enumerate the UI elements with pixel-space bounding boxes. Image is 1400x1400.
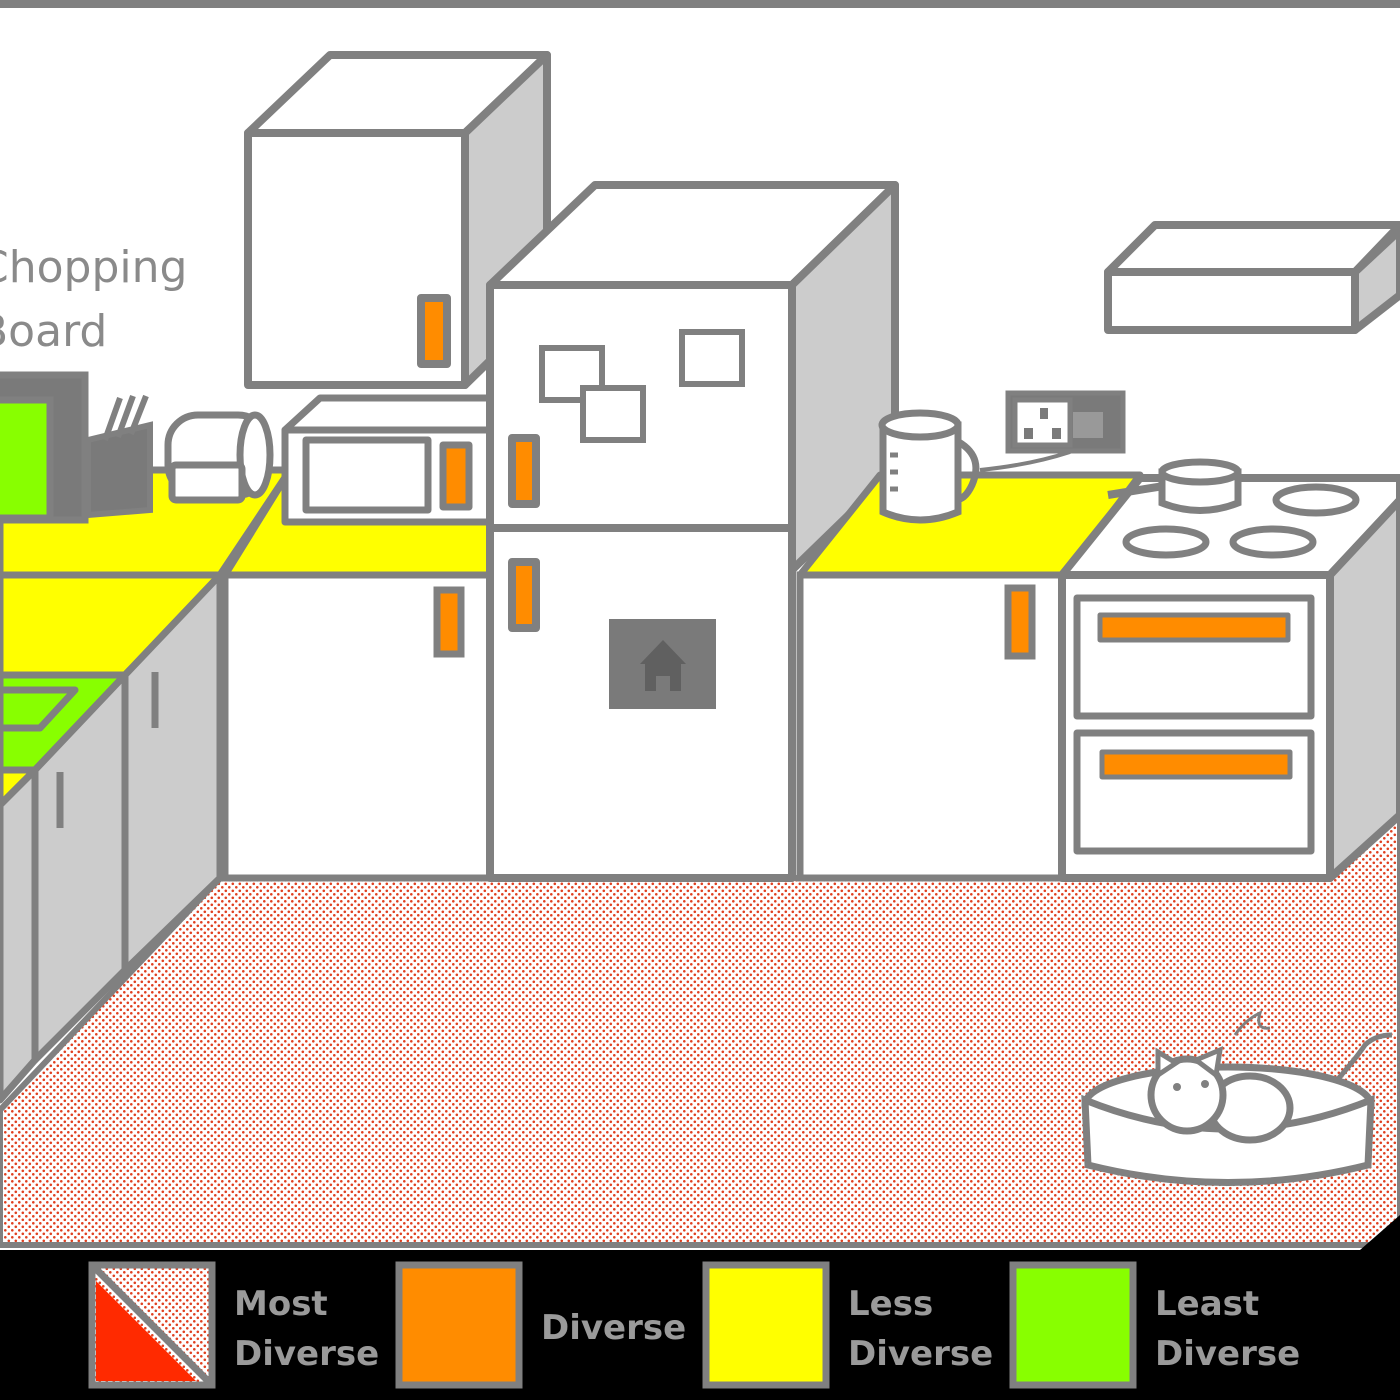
chopping-board-label-line2: Board: [0, 306, 107, 357]
chopping-board: [0, 371, 89, 524]
legend-swatch-red-half: [96, 1281, 196, 1381]
legend-bar: [0, 1250, 1400, 1400]
legend-swatch-diagonal: [89, 1262, 215, 1388]
legend-swatch-least-diverse: [1009, 1261, 1137, 1389]
home-icon: [609, 619, 716, 709]
legend-bar-edge: [1360, 1215, 1400, 1250]
left-cabinets: [0, 571, 224, 1104]
power-socket-icon: [979, 390, 1126, 472]
legend-label-least-diverse-line1: Least: [1155, 1284, 1259, 1324]
pan-icon: [1107, 458, 1242, 514]
top-border: [0, 0, 1400, 8]
upper-cabinet: [244, 51, 551, 389]
legend-label-diverse: Diverse: [541, 1308, 686, 1348]
legend-swatch-diverse: [395, 1261, 523, 1389]
legend-label-most-diverse-line2: Diverse: [234, 1334, 379, 1374]
lower-cabinet-right: [796, 571, 1066, 882]
extractor-hood: [1104, 221, 1400, 334]
legend-label-less-diverse-line1: Less: [848, 1284, 933, 1324]
microwave-icon: [281, 394, 494, 526]
fridge-freezer: [486, 181, 899, 882]
lower-cabinet-left: [221, 571, 494, 882]
kettle-icon: [878, 409, 980, 524]
legend-item-diverse: Diverse: [395, 1261, 686, 1389]
legend: MostDiverseDiverseLessDiverseLeastDivers…: [88, 1261, 1300, 1389]
knife-block-icon: [85, 394, 153, 519]
legend-swatch-less-diverse: [702, 1261, 830, 1389]
legend-label-least-diverse-line2: Diverse: [1155, 1334, 1300, 1374]
chopping-board-label-line1: Chopping: [0, 242, 187, 293]
paper-towel-icon: [164, 411, 274, 504]
cat-icon: [1081, 1010, 1393, 1186]
legend-label-most-diverse-line1: Most: [234, 1284, 328, 1324]
fridge-magnets: [539, 329, 745, 443]
hob-burners: [1122, 483, 1360, 559]
legend-label-less-diverse-line2: Diverse: [848, 1334, 993, 1374]
